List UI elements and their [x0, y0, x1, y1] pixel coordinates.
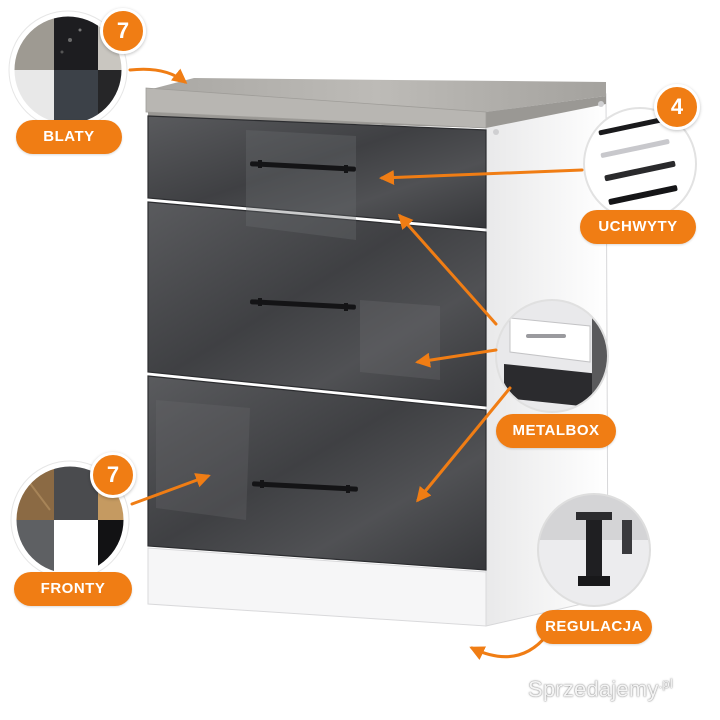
blaty-count-badge: 7 — [100, 8, 146, 54]
arrow-metalbox-middle — [415, 348, 498, 368]
watermark-name: Sprzedajemy — [528, 676, 659, 702]
drawer-front-top — [147, 115, 487, 229]
callout-arrows — [128, 67, 584, 660]
arrow-uchwyty — [379, 168, 584, 186]
label-fronty: FRONTY — [14, 572, 132, 606]
drawer-handle — [252, 480, 358, 493]
gloss-reflection — [246, 130, 356, 240]
countertop-front — [145, 87, 487, 129]
label-blaty: BLATY — [16, 120, 122, 154]
gloss-reflection — [156, 400, 250, 520]
metalbox-drawer-detail — [495, 299, 609, 413]
arrow-fronty — [130, 473, 211, 506]
adjustable-leg-detail — [537, 493, 651, 607]
dowel-detail — [493, 129, 499, 135]
arrow-metalbox-top — [398, 213, 498, 326]
watermark-tld: .pl — [658, 676, 673, 691]
front-swatches — [10, 460, 130, 580]
watermark: Sprzedajemy.pl — [528, 676, 673, 702]
arrow-metalbox-bottom — [416, 386, 512, 503]
gloss-reflection — [360, 300, 440, 380]
label-regulacja: REGULACJA — [536, 610, 652, 644]
uchwyty-count-badge: 4 — [654, 84, 700, 130]
arrow-blaty — [128, 67, 188, 84]
label-uchwyty: UCHWYTY — [580, 210, 696, 244]
drawer-front-bottom — [147, 375, 487, 571]
drawer-handle — [250, 298, 356, 311]
label-metalbox: METALBOX — [496, 414, 616, 448]
drawer-handle — [250, 160, 356, 173]
dowel-detail — [598, 101, 604, 107]
handles-options — [583, 107, 697, 221]
cabinet-plinth — [147, 547, 487, 627]
fronty-count-badge: 7 — [90, 452, 136, 498]
cabinet — [145, 78, 609, 627]
